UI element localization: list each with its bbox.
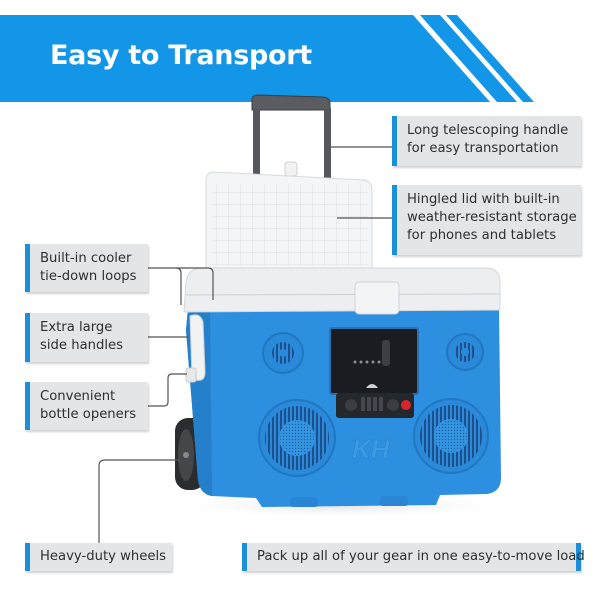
side-handle <box>185 314 206 383</box>
callout-text: tie-down loops <box>40 269 137 284</box>
open-lid-panel <box>205 171 373 269</box>
aux-port-icon <box>345 399 357 411</box>
speaker-right <box>413 398 489 474</box>
callout-text: Built-in cooler <box>40 251 132 266</box>
callout-wheels: Heavy-duty wheels <box>25 543 172 571</box>
brand-logo: KH <box>352 434 391 464</box>
callout-text: Convenient <box>40 389 116 404</box>
telescoping-handle <box>251 94 331 180</box>
lid-latch <box>354 281 400 315</box>
banner-stripe-2 <box>446 15 534 102</box>
header-banner <box>0 15 534 102</box>
cooler-lid <box>183 267 501 315</box>
device-window <box>329 327 419 395</box>
callout-text: Heavy-duty wheels <box>40 549 167 564</box>
bottle-opener <box>185 367 197 383</box>
callout-text: for easy transportation <box>407 141 559 156</box>
callout-text: Long telescoping handle <box>407 123 569 138</box>
callout-text: Extra large <box>40 320 113 335</box>
callout-text: Pack up all of your gear in one easy-to-… <box>257 549 585 564</box>
callout-side-handles: Extra large side handles <box>25 313 148 362</box>
callout-hinged-lid: Hingled lid with built-in weather-resist… <box>392 185 581 255</box>
callout-text: side handles <box>40 338 124 353</box>
callout-pack-up: Pack up all of your gear in one easy-to-… <box>242 543 585 571</box>
tweeter-right <box>446 333 484 371</box>
callout-telescoping-handle: Long telescoping handle for easy transpo… <box>392 116 581 166</box>
power-button-icon <box>401 400 411 410</box>
control-panel <box>336 393 414 418</box>
callout-bottle-openers: Convenient bottle openers <box>25 382 148 430</box>
callout-text: bottle openers <box>40 407 137 422</box>
usb-port-icon <box>387 399 399 411</box>
callout-text: Hingled lid with built-in <box>407 192 560 207</box>
speaker-left <box>258 399 336 477</box>
callout-text: for phones and tablets <box>407 228 557 243</box>
callout-tie-down-loops: Built-in cooler tie-down loops <box>25 244 148 292</box>
page-title: Easy to Transport <box>50 40 312 71</box>
callout-text: weather-resistant storage <box>407 210 577 225</box>
banner-shape <box>0 15 490 102</box>
tweeter-left <box>262 332 304 374</box>
banner-stripe-1 <box>420 15 517 102</box>
